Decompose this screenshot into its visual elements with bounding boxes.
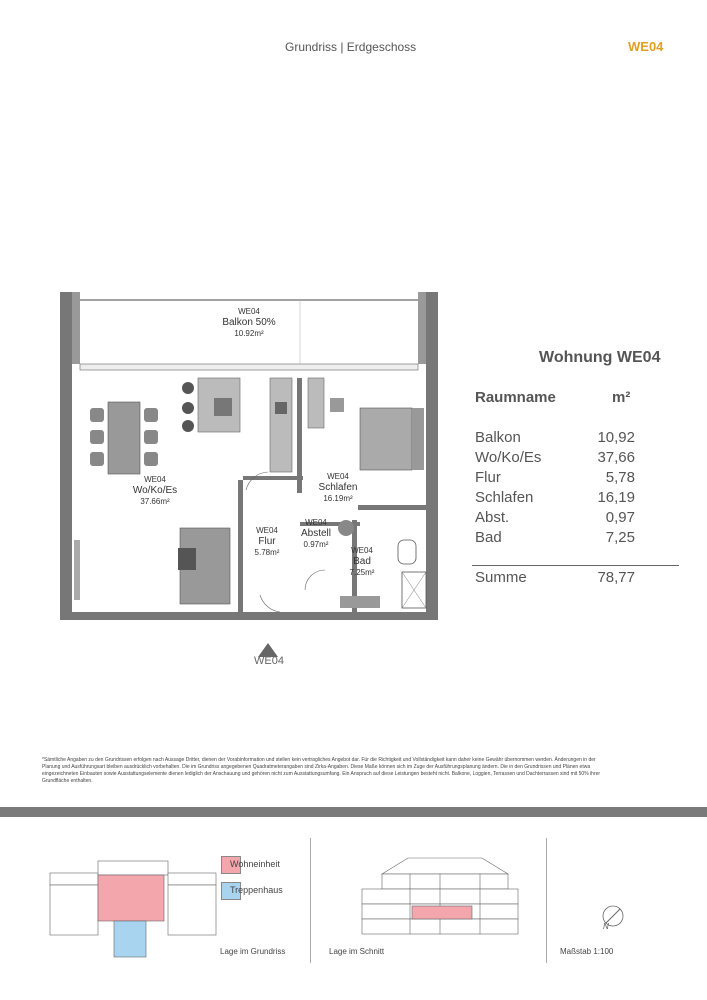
room-label-schlafen: WE04 Schlafen 16.19m² (318, 472, 358, 503)
room-label-balkon: WE04 Balkon 50% 10.92m² (222, 307, 276, 338)
room-label-bad: WE04 Bad 7.25m² (349, 546, 375, 577)
floorplan-caption: Lage im Grundriss (220, 947, 286, 956)
table-title: Wohnung WE04 (539, 349, 661, 366)
col-unit-header: m² (612, 389, 631, 406)
room-label-flur: WE04 Flur 5.78m² (254, 526, 280, 557)
legend-stair-label: Treppenhaus (230, 885, 283, 895)
floor-plan (60, 292, 438, 657)
legend-unit-swatch (221, 856, 241, 874)
north-label: N (603, 922, 609, 931)
room-label-wohnen: WE04 Wo/Ko/Es 37.66m² (132, 475, 178, 506)
sum-divider (472, 565, 679, 566)
table-header: Raumname m² (475, 389, 635, 406)
footer-divider (0, 807, 707, 817)
col-name-header: Raumname (475, 389, 556, 406)
location-floorplan-diagram (49, 860, 217, 958)
disclaimer-text: *Sämtliche Angaben zu den Grundrissen er… (42, 757, 601, 784)
scale-caption: Maßstab 1:100 (560, 947, 614, 956)
legend-unit-label: Wohneinheit (230, 859, 280, 869)
table-row: Abst.0,97 (475, 509, 635, 526)
footer-separator (546, 838, 547, 963)
unit-code: WE04 (628, 39, 664, 54)
north-arrow-icon (602, 905, 624, 927)
footer-separator (310, 838, 311, 963)
room-label-abstell: WE04 Abstell 0.97m² (300, 518, 331, 549)
location-section-diagram (361, 857, 519, 935)
legend-stair-swatch (221, 882, 241, 900)
page-title: Grundriss | Erdgeschoss (285, 40, 417, 54)
section-caption: Lage im Schnitt (329, 947, 385, 956)
entrance-label: WE04 (254, 655, 284, 667)
